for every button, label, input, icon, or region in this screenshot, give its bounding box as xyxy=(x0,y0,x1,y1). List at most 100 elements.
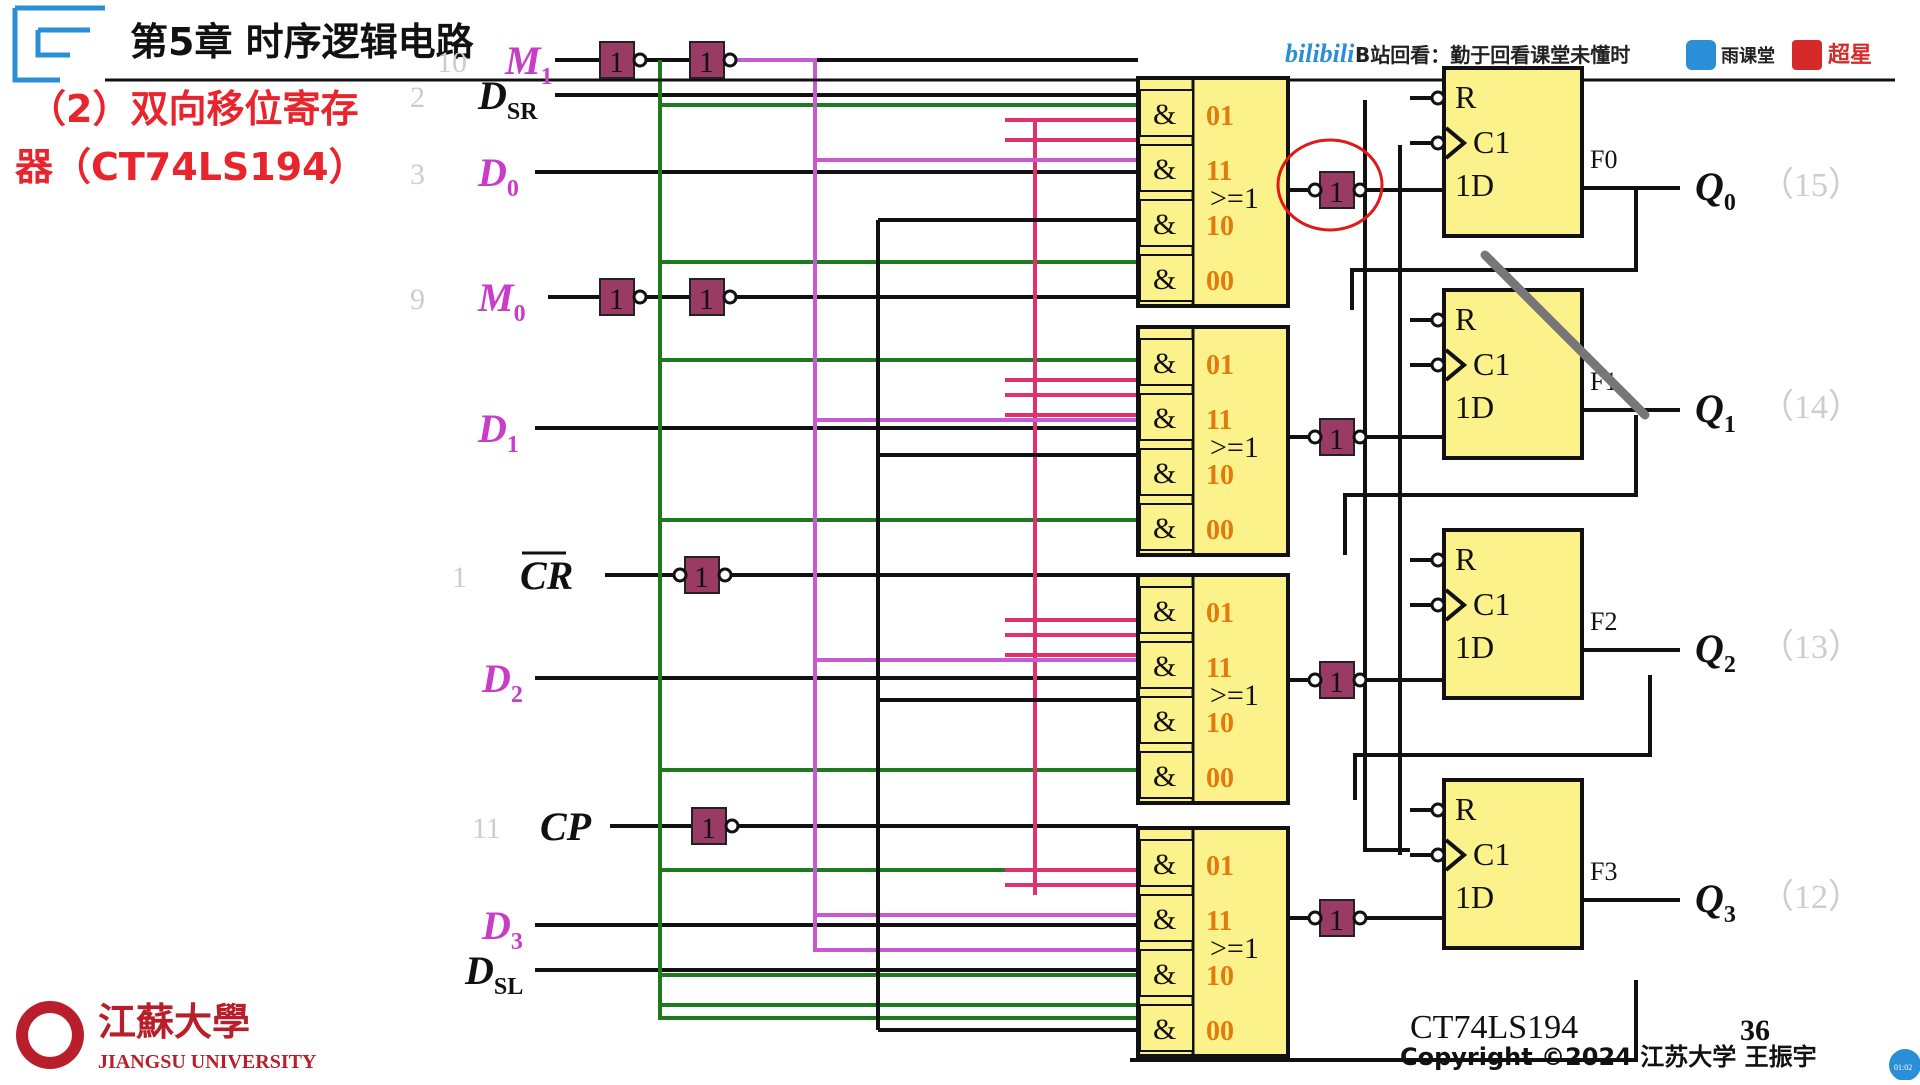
mode-code: 01 xyxy=(1206,350,1234,381)
not-gate xyxy=(1319,418,1355,456)
inversion-bubble xyxy=(1352,910,1368,926)
pin-number: 2 xyxy=(410,81,425,114)
not-gate-symbol: 1 xyxy=(1329,423,1344,456)
and-gate xyxy=(1139,393,1194,441)
university-name-cn: 江蘇大學 xyxy=(98,1000,250,1044)
input-subscript: 1 xyxy=(507,432,519,458)
mode-code: 01 xyxy=(1206,101,1234,132)
ff-data: 1D xyxy=(1455,167,1494,203)
inversion-bubble xyxy=(632,289,648,305)
ff-reset: R xyxy=(1455,541,1477,577)
input-subscript: 0 xyxy=(514,301,526,327)
q-pin-number: （14） xyxy=(1760,388,1862,426)
reset-bus xyxy=(1363,100,1410,852)
and-gate xyxy=(1139,751,1194,799)
not-gate xyxy=(1319,899,1355,937)
timestamp-text: 01:02 xyxy=(1894,1063,1912,1072)
mode-code: 10 xyxy=(1206,460,1234,491)
input-subscript: 3 xyxy=(511,929,523,955)
input-label: D0 xyxy=(477,150,519,202)
bus-violet xyxy=(725,58,1138,952)
and-gate xyxy=(1139,503,1194,551)
mode-code: 11 xyxy=(1206,653,1232,684)
not-gate-symbol: 1 xyxy=(699,46,714,79)
and-gate xyxy=(1139,338,1194,386)
chaoxing-text: 超星 xyxy=(1828,43,1872,68)
inversion-bubble xyxy=(1307,182,1323,198)
not-gate xyxy=(599,278,635,316)
input-subscript: SL xyxy=(494,974,523,1000)
pointer-pen xyxy=(1480,250,1650,420)
ff-clock: C1 xyxy=(1473,346,1510,382)
not-gate xyxy=(1319,171,1355,209)
clock-bubble xyxy=(1430,847,1446,863)
not-gate-symbol: 1 xyxy=(1329,904,1344,937)
input-subscript: 0 xyxy=(507,176,519,202)
feedback-line xyxy=(1130,980,1638,1062)
bilibili-text: B站回看：勤于回看课堂未懂时 xyxy=(1355,43,1630,67)
page-number: 36 xyxy=(1740,1014,1770,1047)
and-gate xyxy=(1139,839,1194,887)
q-output-subscript: 2 xyxy=(1724,652,1736,678)
mode-code: 10 xyxy=(1206,211,1234,242)
and-symbol: & xyxy=(1153,705,1176,738)
inversion-bubble xyxy=(722,289,738,305)
input-label: M1 xyxy=(504,38,553,90)
and-symbol: & xyxy=(1153,98,1176,131)
reset-bubble xyxy=(1430,552,1446,568)
input-label: D1 xyxy=(477,406,519,458)
q-output-subscript: 3 xyxy=(1724,902,1736,928)
and-gate xyxy=(1139,254,1194,302)
clock-bubble xyxy=(1430,597,1446,613)
clock-triangle xyxy=(1444,588,1468,622)
input-subscript: 2 xyxy=(511,682,523,708)
q-output-label: Q3 xyxy=(1695,876,1736,928)
ff-clock: C1 xyxy=(1473,124,1510,160)
pin-number: 11 xyxy=(472,812,501,845)
yuketang-text: 雨课堂 xyxy=(1721,45,1775,67)
mode-code: 00 xyxy=(1206,763,1234,794)
q-output-label: Q2 xyxy=(1695,626,1736,678)
inversion-bubble xyxy=(722,52,738,68)
q-output-label: Q0 xyxy=(1695,164,1736,216)
or-symbol: >=1 xyxy=(1210,679,1259,712)
highlight-circle xyxy=(1276,138,1384,232)
mode-code: 10 xyxy=(1206,961,1234,992)
or-symbol: >=1 xyxy=(1210,431,1259,464)
bilibili-logo: bilibili xyxy=(1285,39,1355,68)
ff-reset: R xyxy=(1455,791,1477,827)
mode-code: 11 xyxy=(1206,906,1232,937)
reset-bubble xyxy=(1430,802,1446,818)
ff-reset: R xyxy=(1455,79,1477,115)
mode-code: 00 xyxy=(1206,266,1234,297)
and-symbol: & xyxy=(1153,650,1176,683)
mode-code: 11 xyxy=(1206,405,1232,436)
inversion-bubble xyxy=(1352,182,1368,198)
ff-data: 1D xyxy=(1455,879,1494,915)
yuketang-icon xyxy=(1686,40,1716,70)
ff-data: 1D xyxy=(1455,629,1494,665)
input-label: DSL xyxy=(464,948,523,1000)
not-gate-symbol: 1 xyxy=(609,46,624,79)
and-symbol: & xyxy=(1153,347,1176,380)
inversion-bubble xyxy=(717,567,733,583)
mode-code: 00 xyxy=(1206,1016,1234,1047)
university-name-en: JIANGSU UNIVERSITY xyxy=(98,1051,317,1073)
and-gate xyxy=(1139,1004,1194,1052)
flipflop-body xyxy=(1442,288,1584,460)
and-symbol: & xyxy=(1153,595,1176,628)
inversion-bubble xyxy=(1352,672,1368,688)
clock-bubble xyxy=(1430,135,1446,151)
and-gate xyxy=(1139,894,1194,942)
flipflop-body xyxy=(1442,778,1584,950)
ff-clock: C1 xyxy=(1473,586,1510,622)
ff-clock: C1 xyxy=(1473,836,1510,872)
chip-name: CT74LS194 xyxy=(1410,1009,1578,1046)
mode-code: 00 xyxy=(1206,515,1234,546)
and-symbol: & xyxy=(1153,402,1176,435)
university-logo-inner xyxy=(28,1013,72,1057)
reset-bubble xyxy=(1430,90,1446,106)
input-label: CP xyxy=(540,804,592,849)
not-gate-symbol: 1 xyxy=(609,283,624,316)
clock-triangle xyxy=(1444,348,1468,382)
